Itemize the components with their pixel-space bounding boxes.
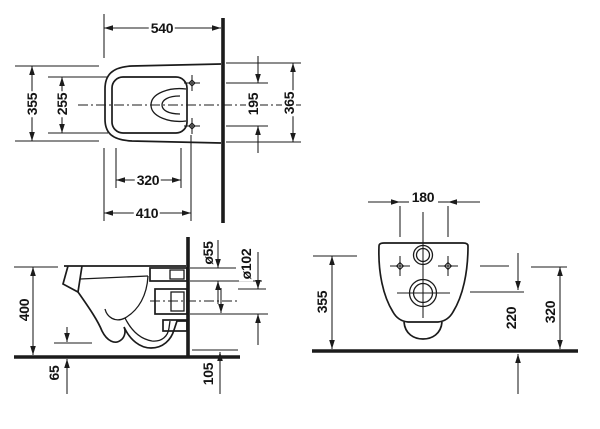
dimension-320-rear	[480, 265, 567, 349]
dim-label-bowl-inner-length: 320	[134, 172, 162, 188]
dimension-400	[14, 266, 58, 355]
inlet-spigot-inner	[169, 269, 185, 280]
dim-label-width-front: 355	[24, 90, 40, 118]
rim-front-section	[61, 265, 83, 294]
fixing-hole-marker	[438, 256, 458, 276]
dimension-195	[226, 56, 268, 153]
dim-label-width-at-wall: 365	[281, 89, 297, 117]
dimension-105	[192, 288, 238, 394]
dim-label-overall-depth: 540	[148, 20, 176, 36]
dim-label-seat-holes-cc: 195	[245, 90, 261, 118]
inlet-spigot	[149, 267, 188, 282]
dimension-180	[368, 199, 480, 237]
dimension-outlet-diameter	[190, 252, 268, 345]
outlet-bend-housing	[162, 319, 188, 332]
dim-label-outlet-height: 220	[503, 304, 519, 332]
dim-label-outlet-bottom: 105	[200, 360, 216, 388]
sump-inner-curve	[161, 95, 181, 115]
fixing-hole-marker	[390, 256, 410, 276]
dim-label-inlet-diameter: ø55	[200, 239, 216, 267]
dimension-355-rear	[313, 255, 357, 349]
dim-label-bowl-inner-width: 255	[54, 90, 70, 118]
outlet-spigot	[154, 288, 188, 315]
dim-label-front-to-holes: 410	[133, 205, 161, 221]
bowl-underside-outline	[77, 291, 187, 349]
bowl-interior-curve	[104, 275, 149, 321]
pan-outline	[104, 63, 222, 144]
seat-hole-marker	[184, 118, 200, 134]
dimension-65	[54, 327, 92, 394]
dim-label-rim-height: 400	[16, 296, 32, 324]
dim-label-fixing-holes-height: 320	[542, 298, 558, 326]
side-view	[14, 237, 268, 394]
outlet-bump	[403, 321, 443, 340]
dim-label-inlet-height: 355	[314, 288, 330, 316]
seat-hole-marker	[184, 75, 200, 91]
outlet-spigot-inner	[170, 291, 185, 312]
trap-curve	[124, 317, 171, 342]
dimension-220	[470, 253, 524, 394]
rim-inner-line	[79, 275, 149, 280]
rear-view	[312, 199, 578, 394]
dim-label-front-clearance: 65	[46, 363, 62, 383]
dim-label-outlet-diameter: ø102	[238, 246, 254, 282]
dim-label-fixing-holes-spacing: 180	[409, 189, 437, 205]
ceramic-body-outline	[378, 242, 469, 323]
top-view	[15, 14, 301, 223]
